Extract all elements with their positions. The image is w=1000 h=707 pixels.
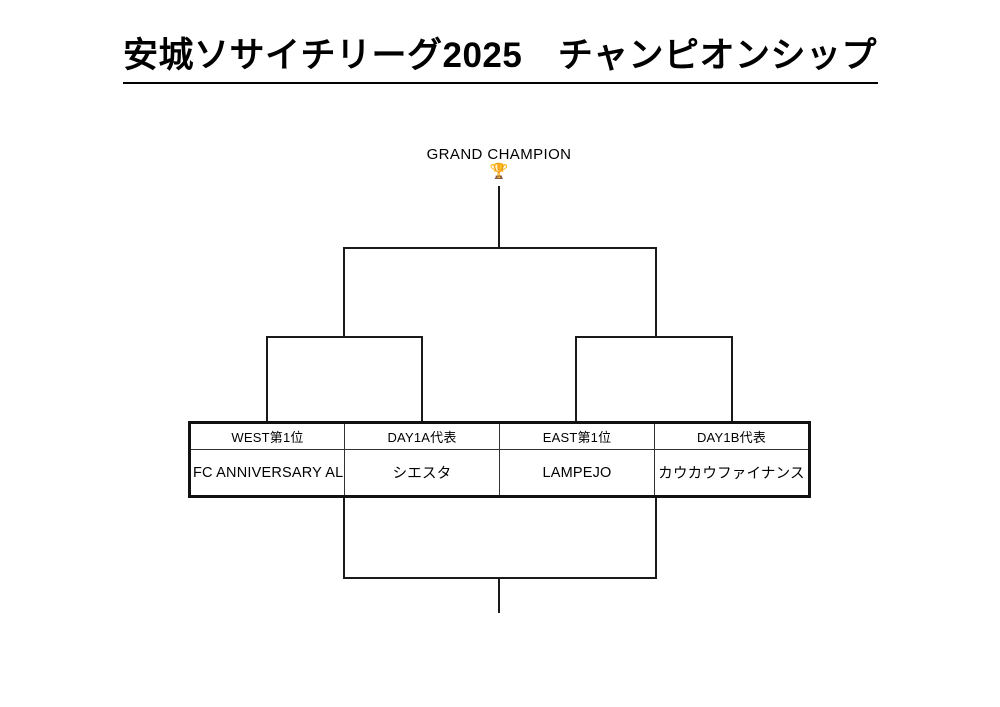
- right-semifinal-left-leg: [575, 336, 577, 422]
- seed-cell-1: WEST第1位: [189, 422, 345, 450]
- champion-stem-line: [498, 186, 500, 249]
- teams-table: WEST第1位 DAY1A代表 EAST第1位 DAY1B代表 FC ANNIV…: [188, 421, 811, 498]
- final-bracket-right-leg: [655, 247, 657, 337]
- lower-bracket-right-leg: [655, 494, 657, 579]
- team-cell-1: FC ANNIVERSARY AL: [189, 449, 345, 497]
- lower-bracket-stem-line: [498, 577, 500, 613]
- seed-cell-3: EAST第1位: [499, 422, 655, 450]
- team-cell-4: カウカウファイナンス: [654, 449, 810, 497]
- grand-champion-label: GRAND CHAMPION: [426, 146, 572, 163]
- right-semifinal-bar: [575, 336, 733, 338]
- lower-bracket-bar: [343, 577, 657, 579]
- team-cell-3: LAMPEJO: [499, 449, 655, 497]
- right-semifinal-right-leg: [731, 336, 733, 422]
- left-semifinal-bar: [266, 336, 423, 338]
- left-semifinal-right-leg: [421, 336, 423, 422]
- team-name-row: FC ANNIVERSARY AL シエスタ LAMPEJO カウカウファイナン…: [189, 449, 810, 497]
- title-underline: [123, 82, 878, 84]
- trophy-icon: 🏆: [489, 163, 509, 180]
- final-bracket-left-leg: [343, 247, 345, 337]
- page-title: 安城ソサイチリーグ2025 チャンピオンシップ: [122, 36, 877, 75]
- left-semifinal-left-leg: [266, 336, 268, 422]
- final-bracket-bar: [343, 247, 657, 249]
- seed-header-row: WEST第1位 DAY1A代表 EAST第1位 DAY1B代表: [189, 422, 810, 450]
- lower-bracket-left-leg: [343, 494, 345, 579]
- team-cell-2: シエスタ: [344, 449, 500, 497]
- seed-cell-2: DAY1A代表: [344, 422, 500, 450]
- seed-cell-4: DAY1B代表: [654, 422, 810, 450]
